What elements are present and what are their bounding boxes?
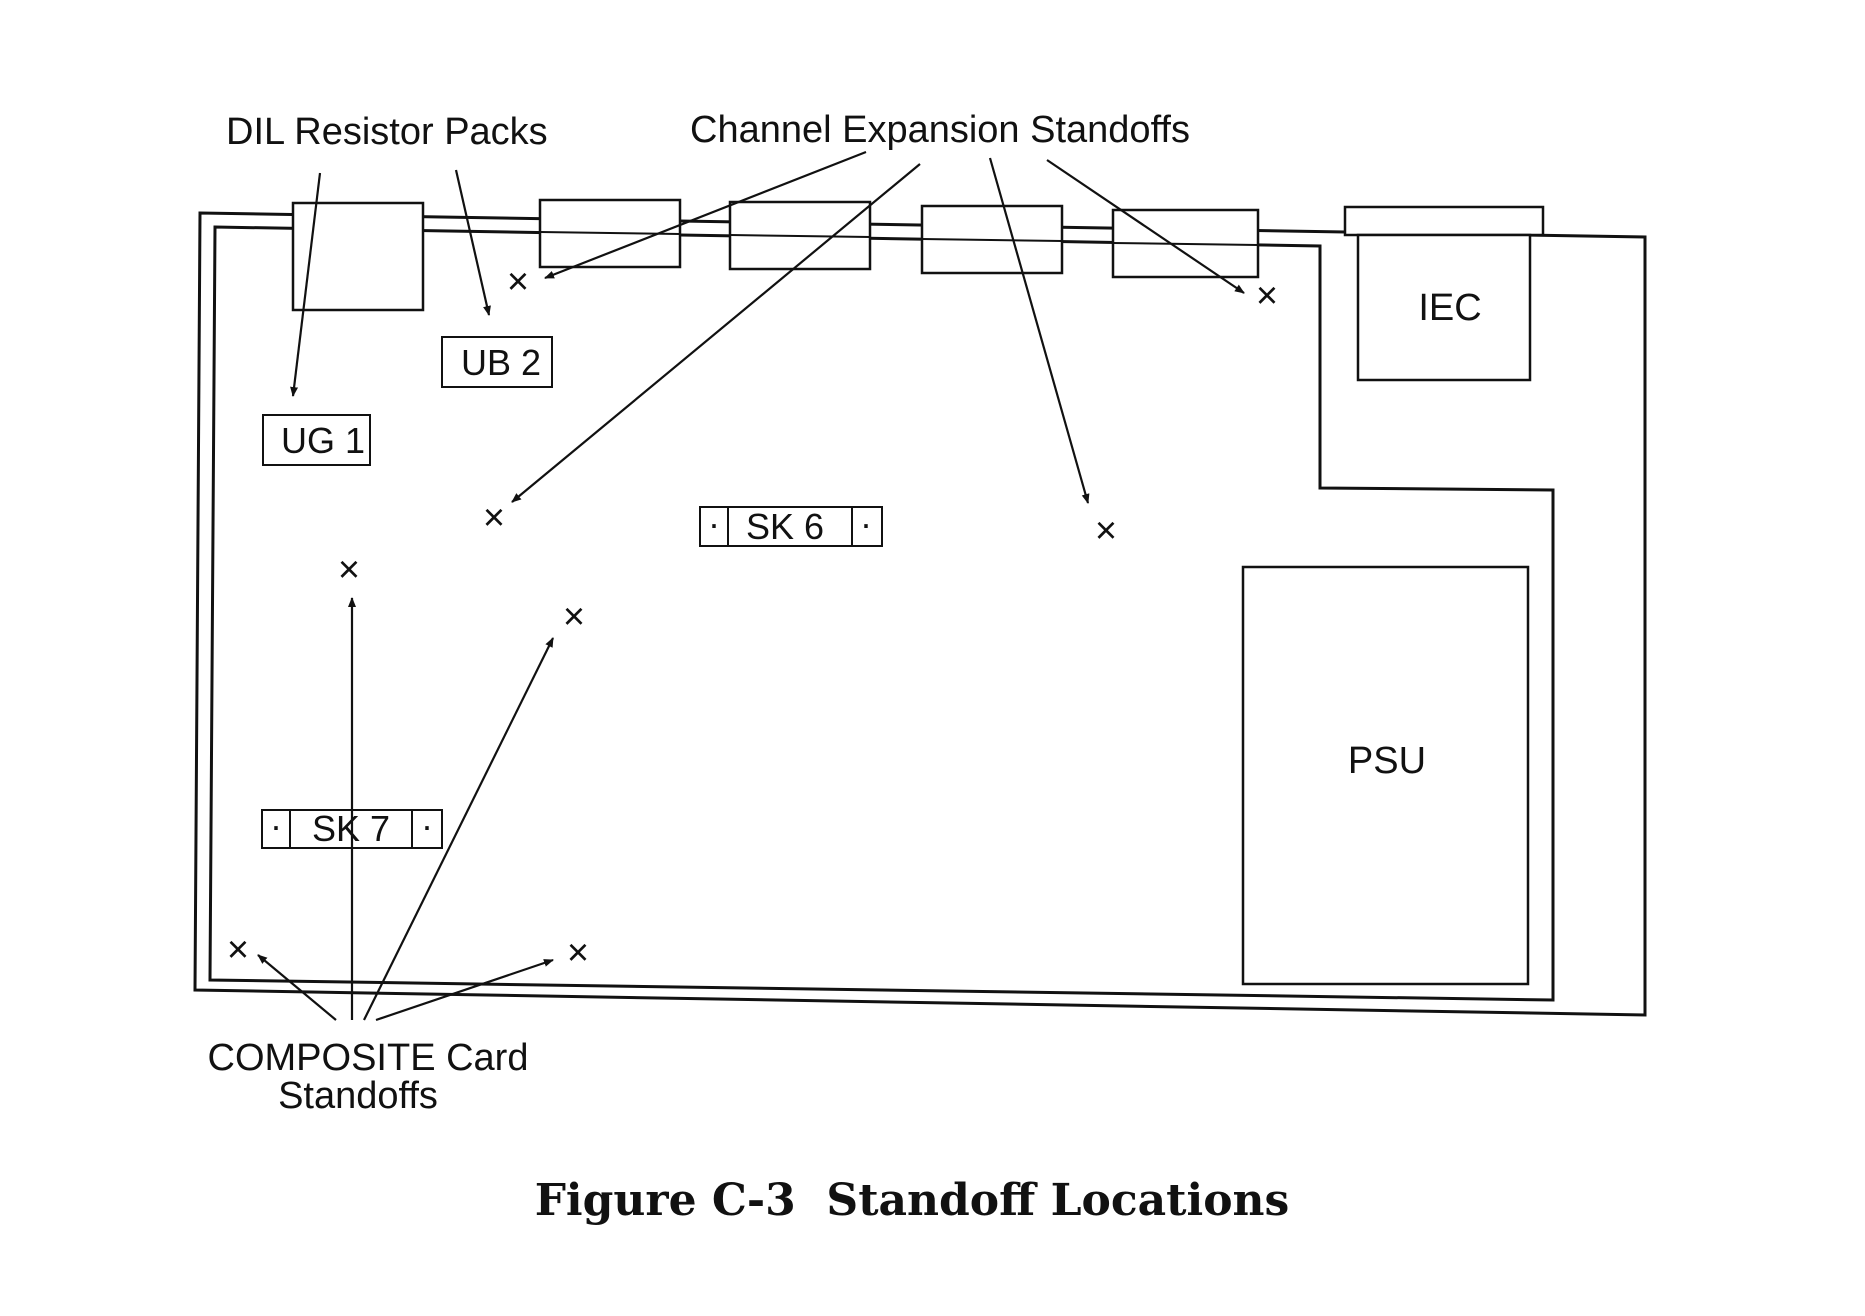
composite-standoffs-label-line1: COMPOSITE Card [208, 1037, 529, 1079]
composite-standoff-mark-2: × [563, 596, 585, 638]
sk6-connector: · SK 6 · [699, 503, 883, 547]
composite-standoff-mark-4: × [567, 932, 589, 974]
board-inner-edge [208, 225, 1555, 1002]
channel-arrow-2 [511, 163, 921, 503]
ub2-component: UB 2 [441, 336, 553, 388]
iec-connector-flange [1343, 205, 1545, 237]
channel-standoff-mark-2: × [1256, 275, 1278, 317]
sk7-pin-right: · [421, 805, 433, 846]
iec-connector-body [1356, 233, 1532, 382]
composite-arrow-right [375, 958, 554, 1022]
channel-expansion-standoffs-label: Channel Expansion Standoffs [690, 109, 1190, 151]
ub2-label: UB 2 [461, 342, 541, 383]
composite-arrow-diag [363, 637, 554, 1021]
leader-arrows [257, 150, 1245, 1022]
channel-standoff-mark-4: × [1095, 510, 1117, 552]
dil-arrow-to-ub2 [454, 169, 491, 316]
composite-arrow-left [257, 954, 337, 1021]
iec-connector: IEC [1343, 205, 1545, 382]
connector-5-line [1112, 242, 1259, 246]
channel-standoff-mark-1: × [507, 261, 529, 303]
dil-resistor-packs-label: DIL Resistor Packs [226, 111, 548, 153]
standoff-marks: × × × × × × × × [227, 261, 1278, 974]
sk6-pin-right: · [860, 503, 872, 544]
top-edge-connectors [291, 198, 1260, 312]
iec-label: IEC [1418, 287, 1481, 329]
channel-arrow-1 [544, 150, 867, 280]
sk7-pin-left: · [270, 805, 282, 846]
ug1-component: UG 1 [262, 414, 371, 466]
sk6-pin-left: · [708, 503, 720, 544]
ug1-label: UG 1 [281, 420, 365, 461]
composite-standoff-mark-1: × [338, 549, 360, 591]
channel-arrow-3 [988, 157, 1090, 504]
psu-outline [1241, 565, 1530, 986]
psu-label: PSU [1348, 740, 1426, 782]
figure-caption: Figure C-3 Standoff Locations [535, 1175, 1290, 1226]
connector-3-line [729, 234, 871, 238]
connector-1 [291, 201, 425, 312]
dil-arrow-to-ug1 [290, 172, 322, 397]
channel-standoff-mark-3: × [483, 497, 505, 539]
psu-block: PSU [1241, 565, 1530, 986]
ug1-outline [262, 414, 371, 466]
channel-arrow-4 [1046, 159, 1245, 294]
ub2-outline [441, 336, 553, 388]
sk6-label: SK 6 [746, 506, 824, 547]
connector-4-line [921, 238, 1063, 242]
composite-standoff-mark-3: × [227, 929, 249, 971]
composite-standoffs-label-line2: Standoffs [278, 1075, 438, 1117]
sk6-outline [699, 506, 883, 547]
